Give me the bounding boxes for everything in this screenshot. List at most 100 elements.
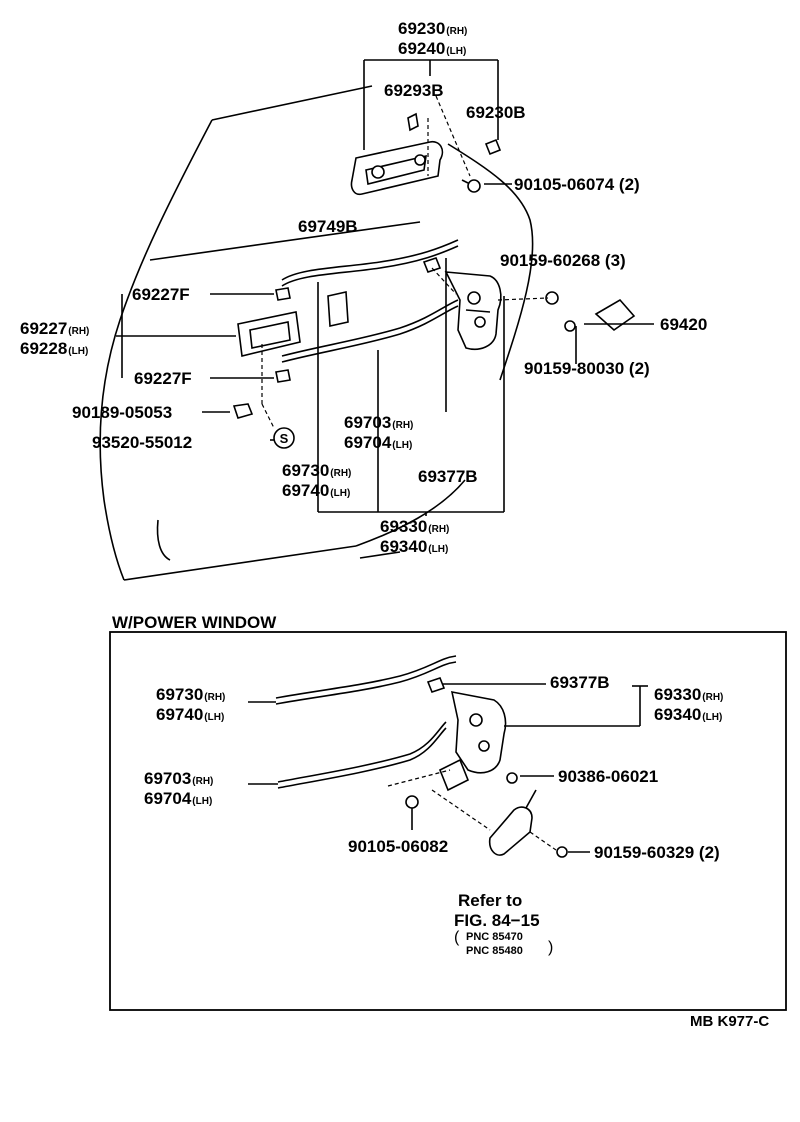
svg-text:69740(LH): 69740(LH) <box>156 705 224 724</box>
label-69730-lower: 69730 <box>156 685 203 704</box>
label-69240: 69240 <box>398 39 445 58</box>
rod-69730-lower <box>275 655 457 705</box>
screw-60268 <box>545 291 559 305</box>
s-mark-circle <box>273 427 295 449</box>
screw-60329 <box>556 846 568 858</box>
label-69227: 69227 <box>20 319 67 338</box>
label-69377b-top: 69377B <box>418 467 478 486</box>
label-69330-lower: 69330 <box>654 685 701 704</box>
label-69703-lower-sfx: (RH) <box>192 776 213 787</box>
refer-to-line1: Refer to <box>458 891 522 910</box>
label-90105-06074: 90105-06074 (2) <box>514 175 640 194</box>
label-69240-sfx: (LH) <box>446 46 466 57</box>
screw-05053 <box>232 403 254 419</box>
svg-text:69703(RH): 69703(RH) <box>344 413 413 432</box>
label-69704-lower-sfx: (LH) <box>192 796 212 807</box>
door-outline <box>99 85 534 581</box>
screw-06082 <box>405 795 419 809</box>
rod-69730-upper <box>281 239 459 287</box>
label-69704-top: 69704 <box>344 433 392 452</box>
screw-06021 <box>506 772 518 784</box>
label-90159-80030: 90159-80030 (2) <box>524 359 650 378</box>
label-69228: 69228 <box>20 339 67 358</box>
power-window-frame <box>109 631 787 1011</box>
svg-text:(: ( <box>454 929 460 946</box>
labels-upper: 69230(RH) 69240(LH) 69293B 69230B 90105-… <box>20 19 707 556</box>
clip-69377b-top <box>422 257 442 273</box>
clip-69227f-top <box>275 287 291 301</box>
label-69703-top: 69703 <box>344 413 391 432</box>
svg-text:69227(RH): 69227(RH) <box>20 319 89 338</box>
label-90386-06021: 90386-06021 <box>558 767 658 786</box>
label-69330-lower-sfx: (RH) <box>702 692 723 703</box>
label-69330-top: 69330 <box>380 517 427 536</box>
label-69740-lower-sfx: (LH) <box>204 712 224 723</box>
label-69228-sfx: (LH) <box>68 346 88 357</box>
label-93520-55012: 93520-55012 <box>92 433 192 452</box>
label-69749b: 69749B <box>298 217 358 236</box>
outside-handle <box>350 140 444 196</box>
bracket-69749b <box>327 291 349 327</box>
svg-text:): ) <box>548 939 553 956</box>
pnc-85470: PNC 85470 <box>466 931 523 943</box>
label-69227-sfx: (RH) <box>68 326 89 337</box>
label-90105-06082: 90105-06082 <box>348 837 448 856</box>
door-lock-actuator <box>488 789 537 856</box>
power-window-title: W/POWER WINDOW <box>112 613 277 632</box>
screw-06074 <box>461 179 481 193</box>
svg-text:69704(LH): 69704(LH) <box>144 789 212 808</box>
clip-69377b-lower <box>426 677 446 693</box>
label-69330-top-sfx: (RH) <box>428 524 449 535</box>
label-90159-60329: 90159-60329 (2) <box>594 843 720 862</box>
svg-text:69230(RH): 69230(RH) <box>398 19 467 38</box>
svg-text:69740(LH): 69740(LH) <box>282 481 350 500</box>
door-lock-lower <box>438 690 507 792</box>
label-69340-top-sfx: (LH) <box>428 544 448 555</box>
label-69704-lower: 69704 <box>144 789 192 808</box>
striker-69420 <box>594 298 636 332</box>
screw-80030 <box>564 320 576 332</box>
label-69340-lower: 69340 <box>654 705 701 724</box>
svg-text:69730(RH): 69730(RH) <box>156 685 225 704</box>
label-69230-sfx: (RH) <box>446 26 467 37</box>
leader-lines-lower <box>248 683 648 853</box>
label-69740-top: 69740 <box>282 481 329 500</box>
s-mark-letter: S <box>280 431 289 446</box>
svg-text:69703(RH): 69703(RH) <box>144 769 213 788</box>
clip-69227f-bottom <box>275 369 291 383</box>
svg-text:69340(LH): 69340(LH) <box>380 537 448 556</box>
refer-to-line2: FIG. 84−15 <box>454 911 540 930</box>
figure-code: MB K977-C <box>690 1013 769 1030</box>
svg-text:69330(RH): 69330(RH) <box>380 517 449 536</box>
pnc-85480: PNC 85480 <box>466 945 523 957</box>
label-69703-top-sfx: (RH) <box>392 420 413 431</box>
rod-69703-lower <box>277 721 447 789</box>
label-69703-lower: 69703 <box>144 769 191 788</box>
label-69227f-bottom: 69227F <box>134 369 192 388</box>
label-69730-top-sfx: (RH) <box>330 468 351 479</box>
rod-69703-upper <box>281 299 459 363</box>
label-69420: 69420 <box>660 315 707 334</box>
label-69340-lower-sfx: (LH) <box>702 712 722 723</box>
labels-lower: 69730(RH) 69740(LH) 69377B 69330(RH) 693… <box>144 673 723 957</box>
label-69230: 69230 <box>398 19 445 38</box>
svg-text:69240(LH): 69240(LH) <box>398 39 466 58</box>
svg-text:69340(LH): 69340(LH) <box>654 705 722 724</box>
label-90189-05053: 90189-05053 <box>72 403 172 422</box>
leader-lines-upper <box>116 59 654 516</box>
bolt-69230b <box>484 138 502 156</box>
label-69227f-top: 69227F <box>132 285 190 304</box>
label-69293b: 69293B <box>384 81 444 100</box>
label-69704-top-sfx: (LH) <box>392 440 412 451</box>
svg-text:69704(LH): 69704(LH) <box>344 433 412 452</box>
label-69377b-lower: 69377B <box>550 673 610 692</box>
clip-69293b <box>407 112 419 132</box>
svg-text:69730(RH): 69730(RH) <box>282 461 351 480</box>
label-69230b: 69230B <box>466 103 526 122</box>
label-69730-top: 69730 <box>282 461 329 480</box>
inside-handle <box>237 311 301 357</box>
label-69730-lower-sfx: (RH) <box>204 692 225 703</box>
svg-text:69330(RH): 69330(RH) <box>654 685 723 704</box>
door-lock-assembly <box>444 271 502 350</box>
